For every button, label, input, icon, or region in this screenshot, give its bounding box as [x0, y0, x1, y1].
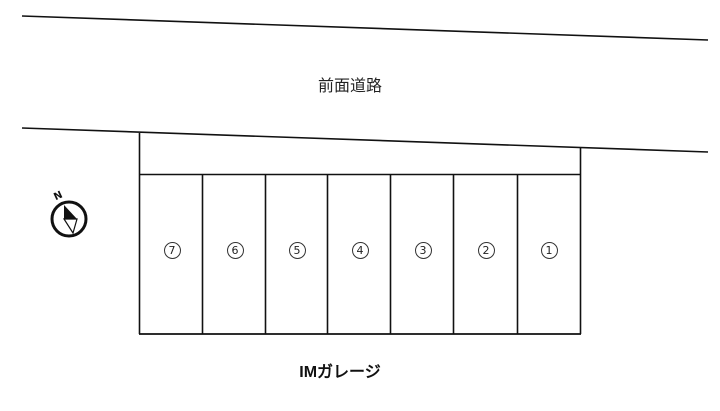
parking-space-2[interactable]: 2: [455, 242, 517, 259]
parking-space-1[interactable]: 1: [518, 242, 580, 259]
space-number: 3: [414, 242, 432, 259]
space-number: 2: [477, 242, 495, 259]
parking-space-6[interactable]: 6: [204, 242, 266, 259]
parking-space-4[interactable]: 4: [329, 242, 391, 259]
space-number: 5: [288, 242, 306, 259]
parking-space-5[interactable]: 5: [266, 242, 328, 259]
road-label: 前面道路: [317, 76, 382, 95]
road-bottom-edge: [21, 127, 709, 153]
road-top-edge: [21, 15, 709, 41]
space-number: 4: [351, 242, 369, 259]
lot-title: IMガレージ: [299, 364, 381, 381]
space-number: 6: [226, 242, 244, 259]
compass-north-label: N: [52, 190, 64, 204]
space-number: 7: [163, 242, 181, 259]
parking-space-7[interactable]: 7: [141, 242, 203, 259]
parking-space-3[interactable]: 3: [392, 242, 454, 259]
compass-icon: [50, 200, 88, 238]
space-number: 1: [540, 242, 558, 259]
